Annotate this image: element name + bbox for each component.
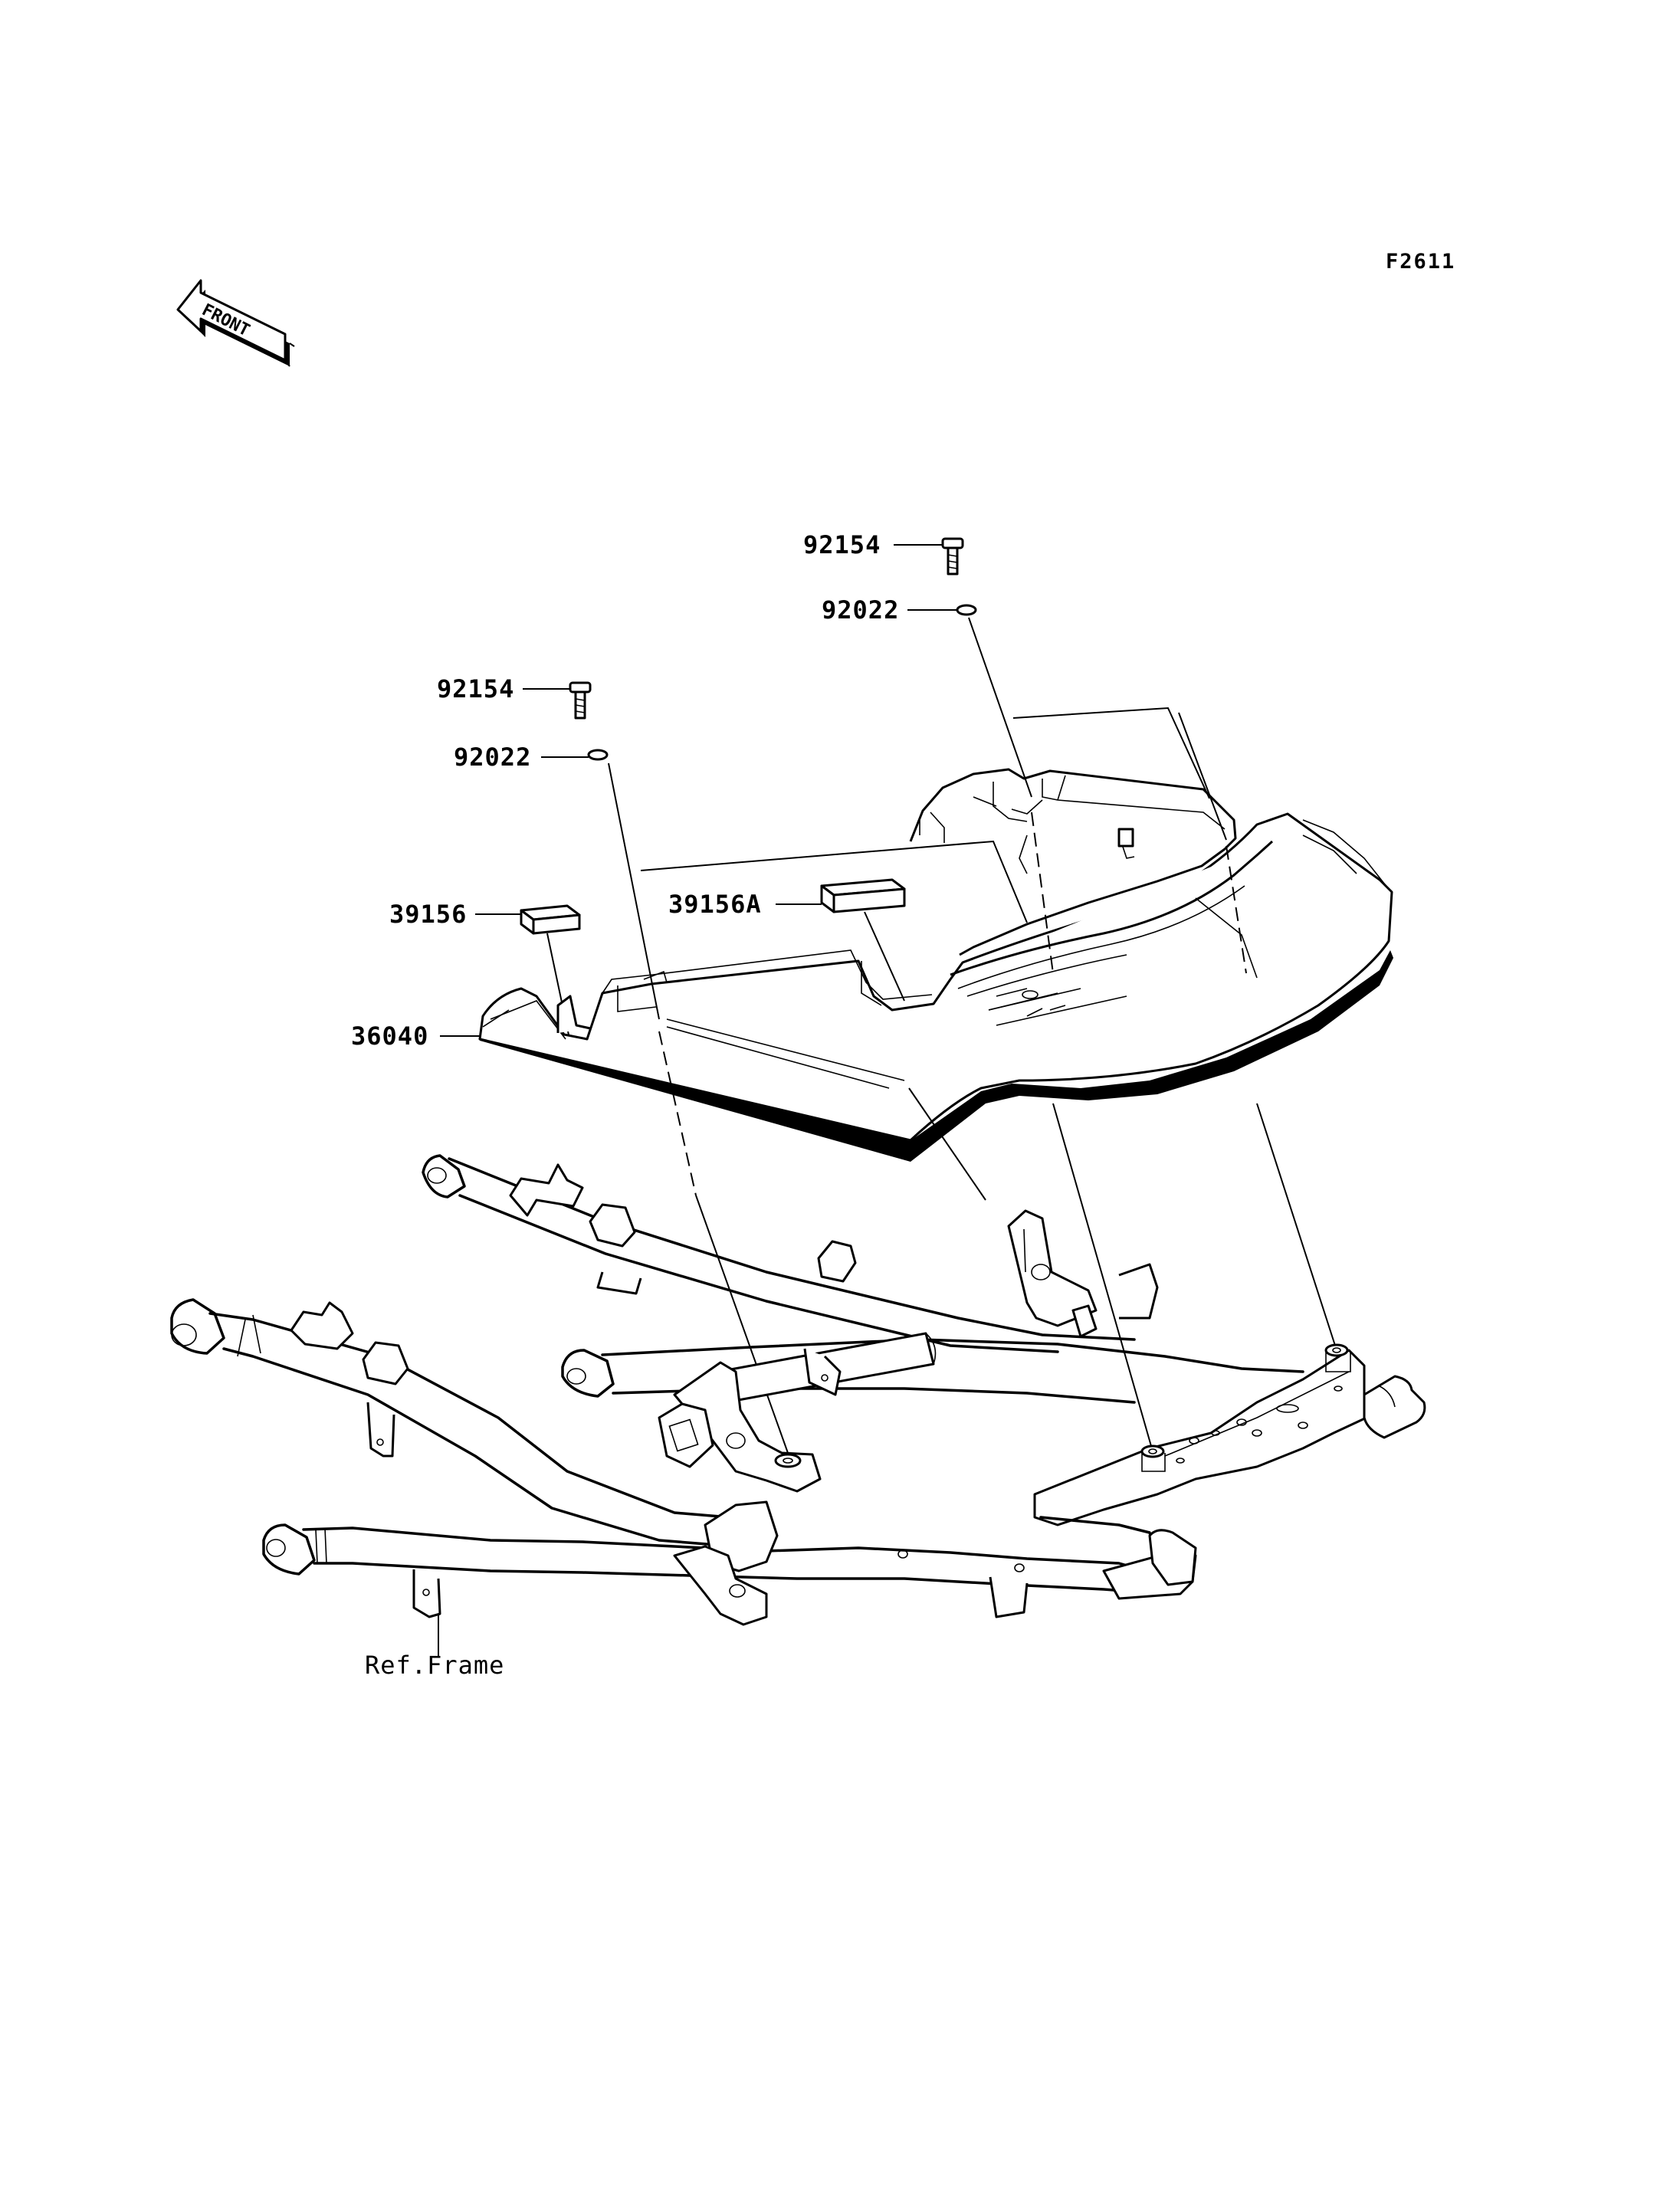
left-bolt xyxy=(569,681,592,720)
label-39156A: 39156A xyxy=(668,890,762,919)
label-39156: 39156 xyxy=(389,900,467,929)
label-92022-left: 92022 xyxy=(454,743,531,772)
left-washer xyxy=(587,749,609,761)
pad-39156A xyxy=(820,878,906,913)
front-arrow-icon: FRONT xyxy=(176,279,295,367)
label-36040: 36040 xyxy=(351,1021,428,1051)
label-92154-upper: 92154 xyxy=(803,530,881,559)
diagram-code: F2611 xyxy=(1386,250,1455,274)
label-92154-left: 92154 xyxy=(437,674,514,703)
rear-subframe xyxy=(170,1154,1426,1626)
pad-39156 xyxy=(520,904,581,935)
upper-washer xyxy=(956,604,977,616)
label-ref-frame: Ref.Frame xyxy=(365,1651,504,1680)
seat-cover-36040 xyxy=(478,768,1393,1162)
label-92022-upper: 92022 xyxy=(822,595,899,625)
upper-bolt xyxy=(941,537,964,575)
